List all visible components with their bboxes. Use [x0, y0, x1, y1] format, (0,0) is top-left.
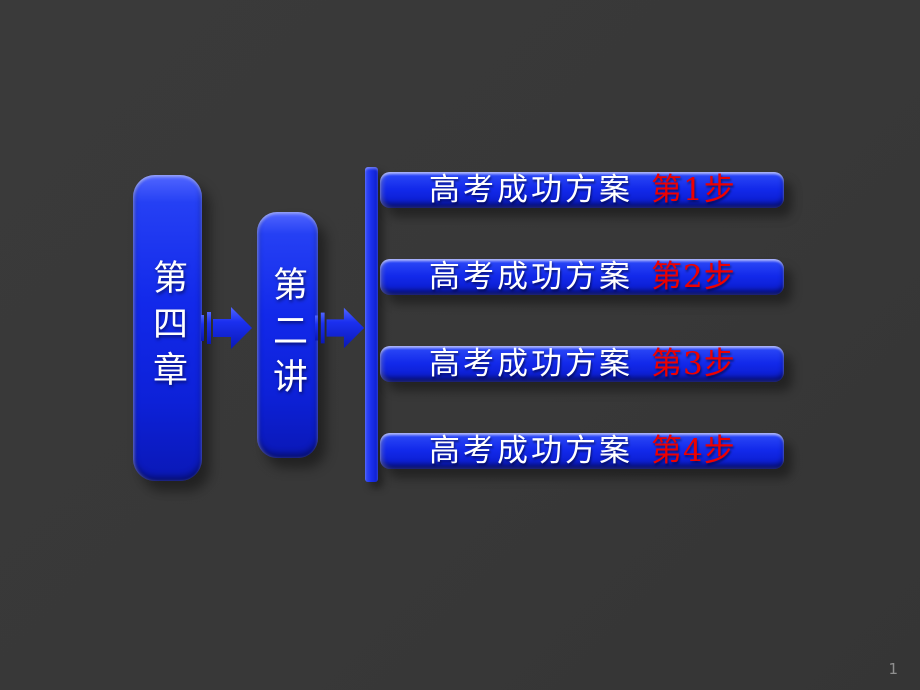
step-bar-step-number: 第3步: [651, 346, 736, 382]
step-bar-4: 高考成功方案 第4步: [380, 433, 784, 469]
step-bar-3: 高考成功方案 第3步: [380, 346, 784, 382]
step-bar-label: 高考成功方案: [429, 346, 633, 382]
flow-arrow-right-icon: [315, 307, 365, 349]
step-bar-step-number: 第1步: [651, 172, 736, 208]
step-bar-step-number: 第4步: [651, 433, 736, 469]
chapter-label: 第四章: [147, 259, 187, 397]
step-bar-1: 高考成功方案 第1步: [380, 172, 784, 208]
step-bar-2: 高考成功方案 第2步: [380, 259, 784, 295]
step-bar-label: 高考成功方案: [429, 259, 633, 295]
lecture-label: 第二讲: [267, 266, 307, 404]
step-bar-label: 高考成功方案: [429, 172, 633, 208]
chapter-box: 第四章: [133, 175, 202, 481]
step-bar-label: 高考成功方案: [429, 433, 633, 469]
flow-arrow-right-icon: [201, 307, 252, 349]
lecture-box: 第二讲: [257, 212, 318, 458]
step-bar-step-number: 第2步: [651, 259, 736, 295]
connector-spine: [365, 167, 378, 482]
page-number: 1: [888, 660, 898, 678]
